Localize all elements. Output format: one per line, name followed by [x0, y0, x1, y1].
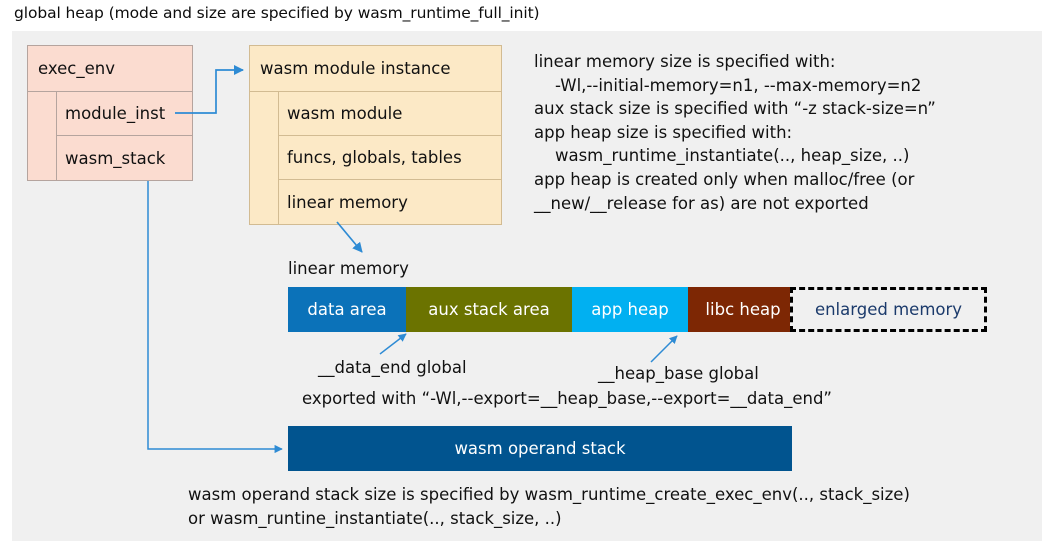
data-end-global-annotation: __data_end global	[318, 358, 467, 377]
module-field-wasm-module-label: wasm module	[287, 104, 403, 123]
wasm-operand-stack-box: wasm operand stack	[288, 426, 792, 471]
memory-segment-enlarged-memory: enlarged memory	[790, 287, 987, 332]
module-field-linear-memory-label: linear memory	[287, 192, 408, 212]
operand-stack-notes: wasm operand stack size is specified by …	[188, 485, 910, 528]
wasm-operand-stack-label: wasm operand stack	[454, 439, 626, 458]
exec-env-gutter	[27, 91, 57, 181]
wasm-module-instance-box	[249, 45, 502, 92]
memory-segment-app-heap: app heap	[572, 287, 688, 332]
wasm-module-instance-header-label: wasm module instance	[260, 59, 451, 78]
heap-base-global-annotation: __heap_base global	[598, 364, 759, 383]
linear-memory-notes: linear memory size is specified with: -W…	[534, 52, 936, 213]
linear-memory-bar-caption: linear memory	[288, 259, 409, 278]
exported-with-annotation: exported with “-Wl,--export=__heap_base,…	[302, 389, 832, 408]
memory-segment-app-heap-label: app heap	[591, 300, 669, 319]
page-title: global heap (mode and size are specified…	[14, 4, 540, 22]
exec-env-header-label: exec_env	[38, 59, 115, 78]
exec-env-field-module-inst-label: module_inst	[65, 104, 166, 123]
exec-env-box	[27, 45, 193, 92]
module-field-funcs-globals-tables-label: funcs, globals, tables	[287, 148, 462, 167]
exec-env-field-wasm-stack	[56, 135, 193, 181]
memory-segment-data-area: data area	[288, 287, 406, 332]
memory-segment-aux-stack-area: aux stack area	[406, 287, 572, 332]
memory-segment-enlarged-memory-label: enlarged memory	[814, 300, 963, 319]
memory-segment-libc-heap: libc heap	[688, 287, 798, 332]
exec-env-field-wasm-stack-label: wasm_stack	[65, 148, 166, 168]
memory-segment-data-area-label: data area	[307, 300, 387, 319]
module-field-funcs-globals-tables	[278, 135, 502, 180]
memory-segment-libc-heap-label: libc heap	[705, 300, 781, 319]
module-field-linear-memory	[278, 179, 502, 225]
memory-segment-aux-stack-area-label: aux stack area	[428, 300, 550, 319]
wasm-module-instance-gutter	[249, 91, 279, 225]
